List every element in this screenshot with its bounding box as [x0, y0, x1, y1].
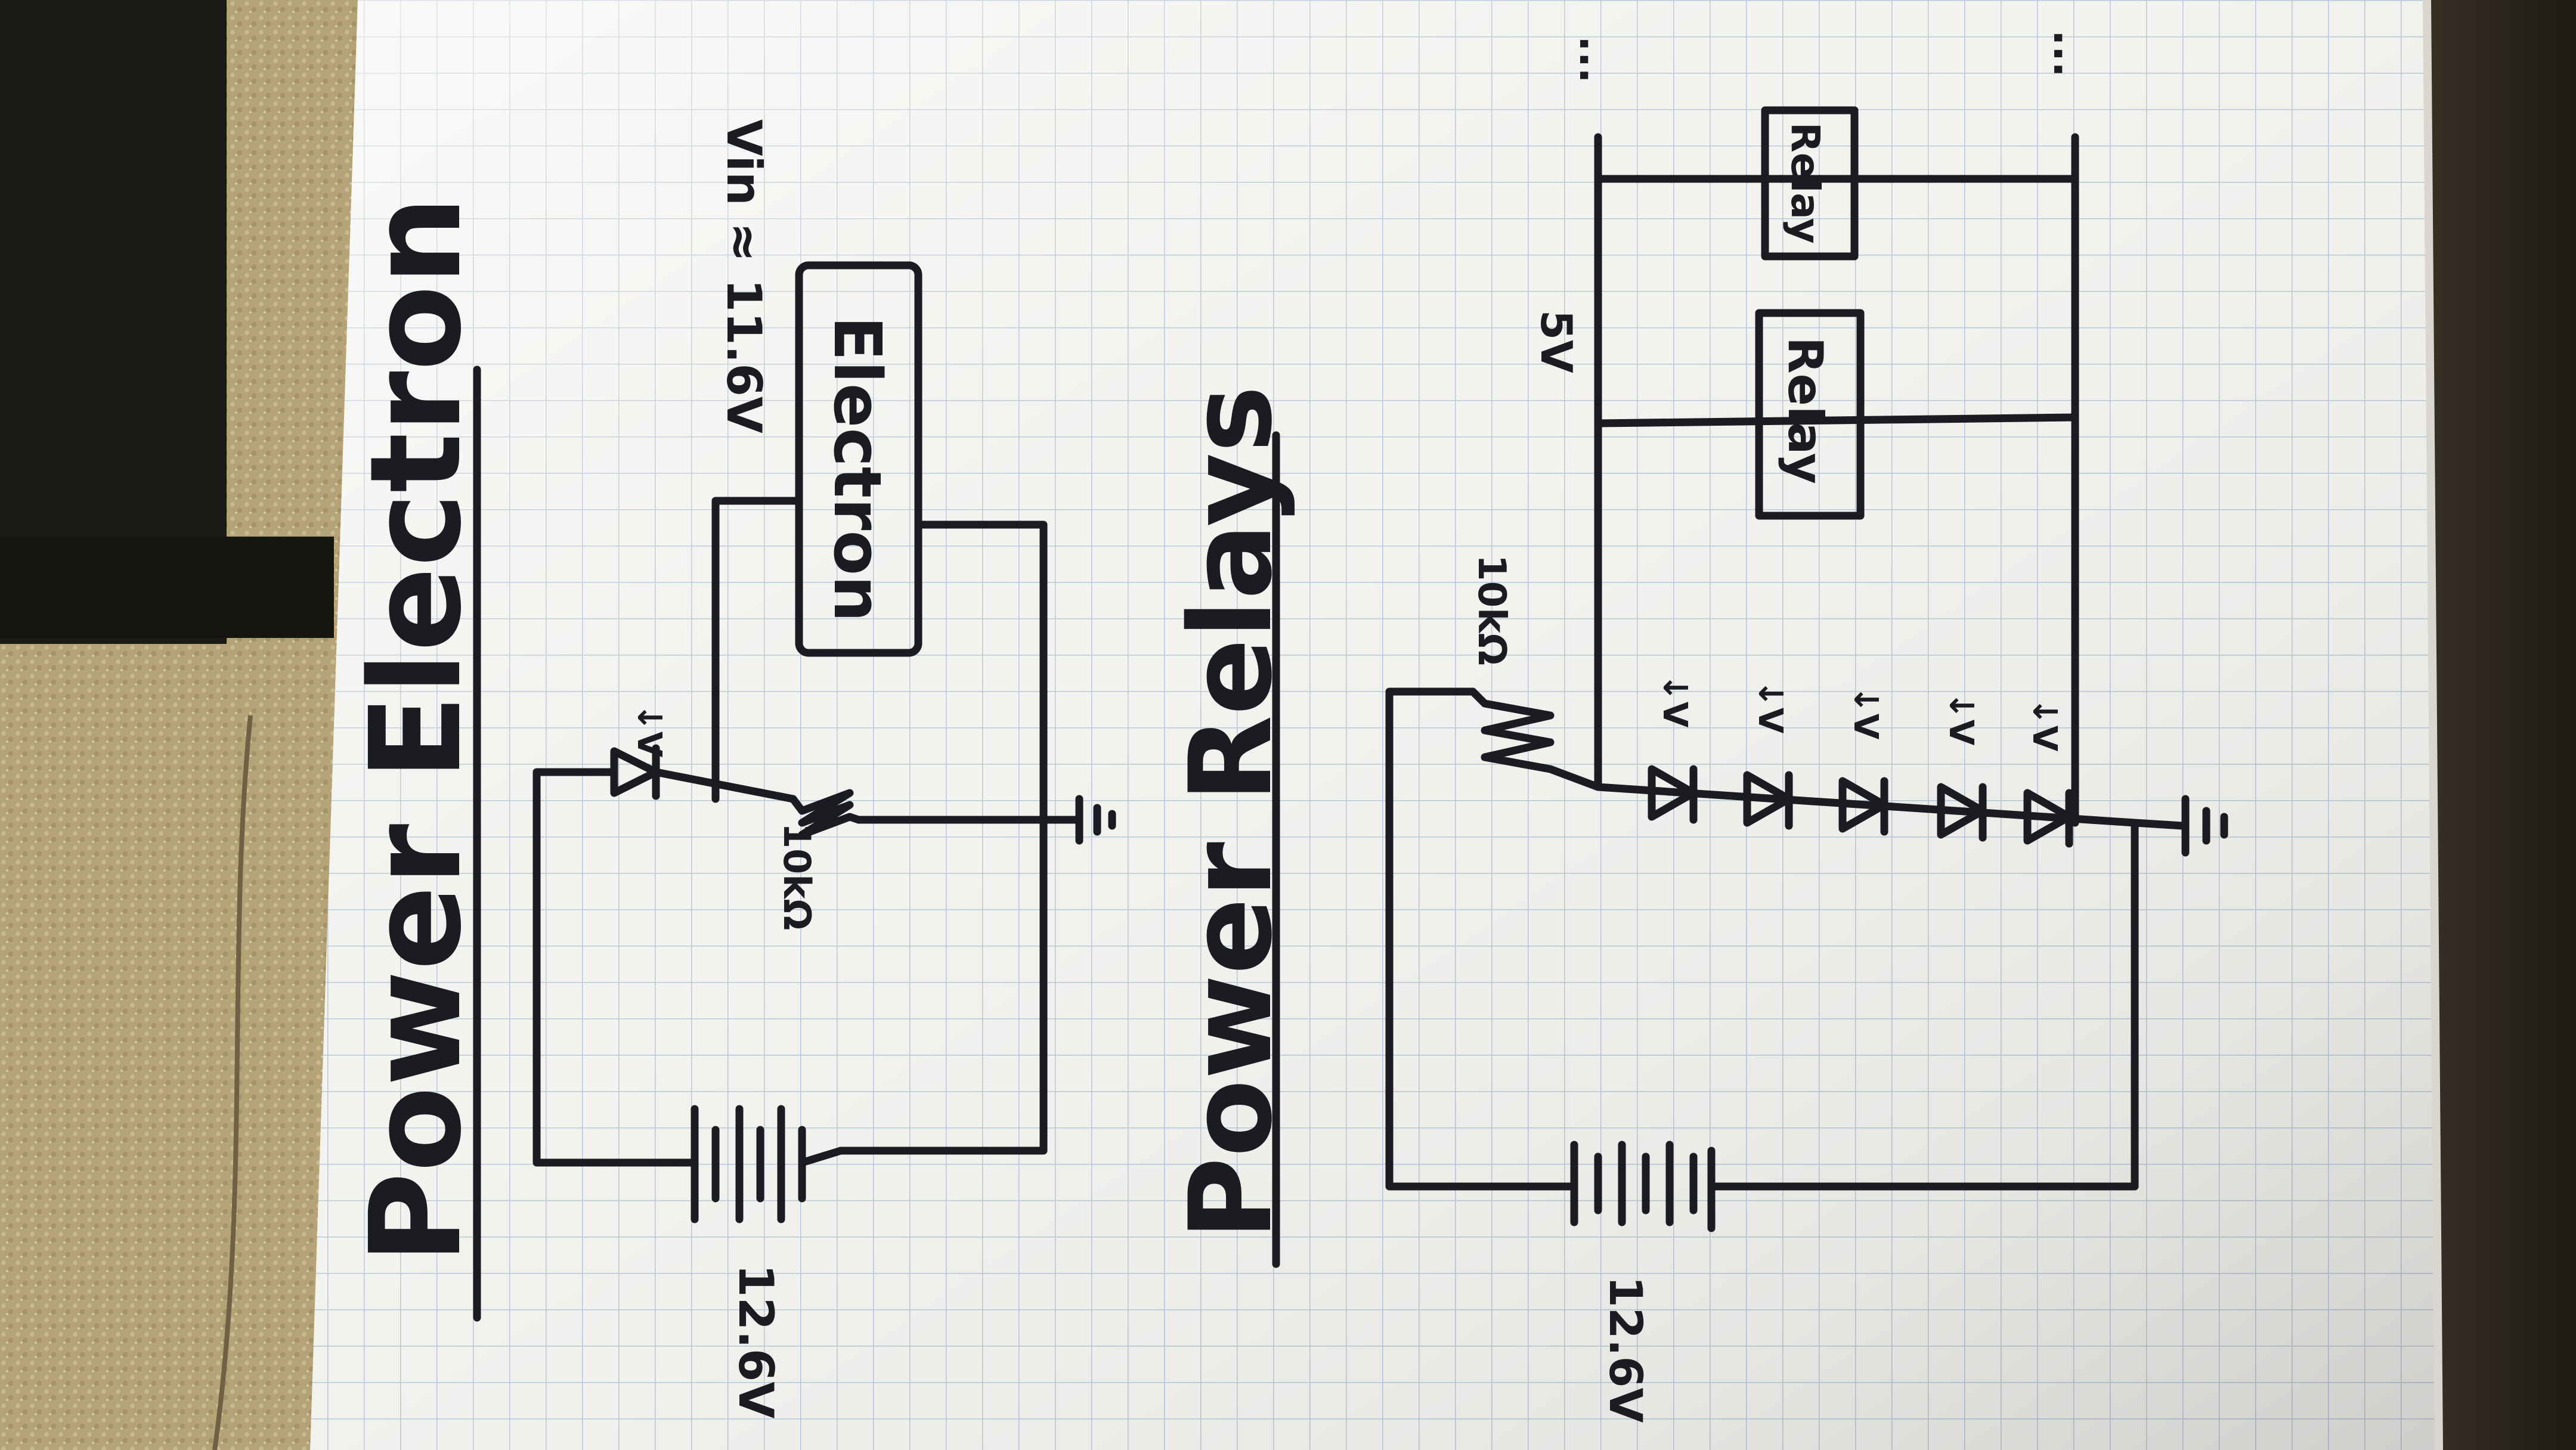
diode-label-2: ↓V — [1751, 680, 1789, 734]
desk-rail — [0, 537, 334, 638]
page-edge — [2423, 0, 2443, 1450]
electron-module: Electron — [795, 261, 940, 657]
ground-symbol — [1039, 795, 1116, 845]
relay-2-label: Relay — [1778, 337, 1833, 484]
diode: ↓V — [610, 704, 797, 803]
wire-left-loop — [532, 768, 684, 1167]
battery-relays: 12.6V — [1564, 1141, 1733, 1423]
resistor-relays: 10kΩ — [1469, 554, 1602, 791]
diode-5 — [2023, 789, 2073, 848]
wire-right-loop-relays — [1725, 819, 2139, 1191]
wire-right-loop — [837, 520, 1048, 1155]
diode-label-3: ↓V — [1846, 686, 1885, 740]
power-relays-diagram: Power Relays 10kΩ — [1165, 30, 2228, 1423]
diode-label-1: ↓V — [1655, 674, 1694, 728]
relay-1: Relay — [1761, 106, 1859, 261]
page-lighting — [310, 0, 2439, 1450]
diode-label-4: ↓V — [1942, 692, 1980, 746]
power-electron-title: Power Electron — [343, 196, 489, 1264]
continuation-right: ... — [2044, 30, 2093, 78]
relay-rails — [1594, 133, 2079, 827]
resistor-relays-label: 10kΩ — [1469, 554, 1513, 665]
vin-label: Vin ≈ 11.6V — [716, 119, 772, 433]
diode-chain: ↓V ↓V ↓V ↓V ↓V — [1594, 674, 2139, 848]
diode-3 — [1838, 777, 1888, 836]
battery-relays-label: 12.6V — [1599, 1276, 1652, 1423]
relay-1-label: Relay — [1782, 122, 1828, 244]
power-electron-diagram: Power Electron ↓V 10kΩ Electr — [343, 119, 1116, 1418]
wire-to-vin — [711, 497, 803, 803]
battery-label: 12.6V — [728, 1264, 784, 1418]
ground-symbol-relays — [2131, 795, 2228, 857]
diode-4 — [1937, 783, 1987, 842]
carpet-seam — [212, 715, 253, 1450]
diode-label-5: ↓V — [2025, 698, 2064, 752]
rail-5v-label: 5V — [1531, 310, 1581, 373]
electron-module-label: Electron — [819, 316, 896, 622]
diode-1 — [1648, 765, 1698, 824]
continuation-left: ... — [1570, 36, 1619, 83]
wire-left-loop-relays — [1385, 687, 1572, 1191]
relay-2: Relay — [1755, 309, 1865, 520]
diode-label: ↓V — [630, 704, 668, 758]
diode-2 — [1743, 771, 1793, 830]
battery: 12.6V — [676, 1105, 845, 1418]
resistor: 10kΩ — [775, 789, 863, 930]
resistor-label: 10kΩ — [775, 823, 819, 930]
